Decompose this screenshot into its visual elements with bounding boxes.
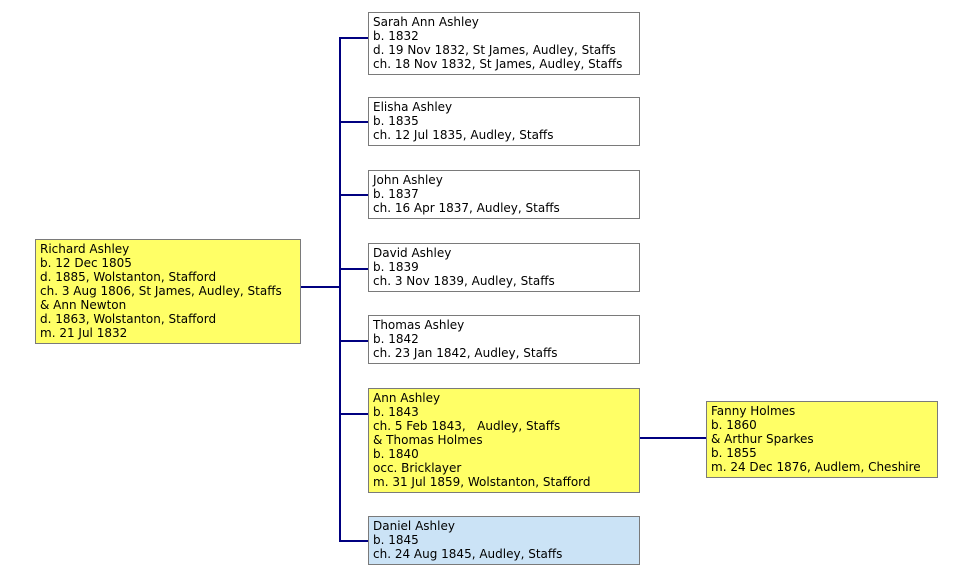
- person-name: Richard Ashley: [40, 242, 130, 256]
- person-detail: b. 1843: [373, 405, 419, 419]
- person-detail: b. 1832: [373, 29, 419, 43]
- person-box-david-ashley[interactable]: David Ashley b. 1839 ch. 3 Nov 1839, Aud…: [368, 243, 640, 292]
- person-box-thomas-ashley[interactable]: Thomas Ashley b. 1842 ch. 23 Jan 1842, A…: [368, 315, 640, 364]
- person-detail: ch. 18 Nov 1832, St James, Audley, Staff…: [373, 57, 623, 71]
- person-detail: d. 19 Nov 1832, St James, Audley, Staffs: [373, 43, 616, 57]
- person-box-richard-ashley[interactable]: Richard Ashley b. 12 Dec 1805 d. 1885, W…: [35, 239, 301, 344]
- person-detail: b. 1837: [373, 187, 419, 201]
- person-box-sarah-ann-ashley[interactable]: Sarah Ann Ashley b. 1832 d. 19 Nov 1832,…: [368, 12, 640, 75]
- person-detail: d. 1863, Wolstanton, Stafford: [40, 312, 217, 326]
- person-detail: b. 1860: [711, 418, 757, 432]
- person-detail: d. 1885, Wolstanton, Stafford: [40, 270, 217, 284]
- person-detail: b. 1839: [373, 260, 419, 274]
- person-detail: b. 1855: [711, 446, 757, 460]
- person-detail: occ. Bricklayer: [373, 461, 462, 475]
- person-detail: ch. 24 Aug 1845, Audley, Staffs: [373, 547, 563, 561]
- person-box-john-ashley[interactable]: John Ashley b. 1837 ch. 16 Apr 1837, Aud…: [368, 170, 640, 219]
- person-detail: m. 24 Dec 1876, Audlem, Cheshire: [711, 460, 921, 474]
- person-box-daniel-ashley[interactable]: Daniel Ashley b. 1845 ch. 24 Aug 1845, A…: [368, 516, 640, 565]
- person-detail: ch. 12 Jul 1835, Audley, Staffs: [373, 128, 554, 142]
- person-name: Thomas Ashley: [373, 318, 465, 332]
- person-detail: b. 1835: [373, 114, 419, 128]
- person-detail: m. 21 Jul 1832: [40, 326, 128, 340]
- person-name: Elisha Ashley: [373, 100, 453, 114]
- person-name: David Ashley: [373, 246, 452, 260]
- person-detail: ch. 23 Jan 1842, Audley, Staffs: [373, 346, 558, 360]
- person-detail: ch. 16 Apr 1837, Audley, Staffs: [373, 201, 560, 215]
- person-detail: ch. 3 Aug 1806, St James, Audley, Staffs: [40, 284, 282, 298]
- person-detail: ch. 5 Feb 1843, Audley, Staffs: [373, 419, 561, 433]
- person-name: John Ashley: [373, 173, 443, 187]
- person-box-elisha-ashley[interactable]: Elisha Ashley b. 1835 ch. 12 Jul 1835, A…: [368, 97, 640, 146]
- person-detail: ch. 3 Nov 1839, Audley, Staffs: [373, 274, 555, 288]
- person-name: Sarah Ann Ashley: [373, 15, 479, 29]
- person-detail: b. 1845: [373, 533, 419, 547]
- spouse-name: & Arthur Sparkes: [711, 432, 814, 446]
- person-box-ann-ashley[interactable]: Ann Ashley b. 1843 ch. 5 Feb 1843, Audle…: [368, 388, 640, 493]
- person-detail: b. 1842: [373, 332, 419, 346]
- spouse-name: & Ann Newton: [40, 298, 127, 312]
- person-detail: b. 1840: [373, 447, 419, 461]
- person-detail: m. 31 Jul 1859, Wolstanton, Stafford: [373, 475, 591, 489]
- person-name: Ann Ashley: [373, 391, 441, 405]
- person-name: Daniel Ashley: [373, 519, 455, 533]
- spouse-name: & Thomas Holmes: [373, 433, 483, 447]
- person-name: Fanny Holmes: [711, 404, 796, 418]
- person-box-fanny-holmes[interactable]: Fanny Holmes b. 1860 & Arthur Sparkes b.…: [706, 401, 938, 478]
- person-detail: b. 12 Dec 1805: [40, 256, 132, 270]
